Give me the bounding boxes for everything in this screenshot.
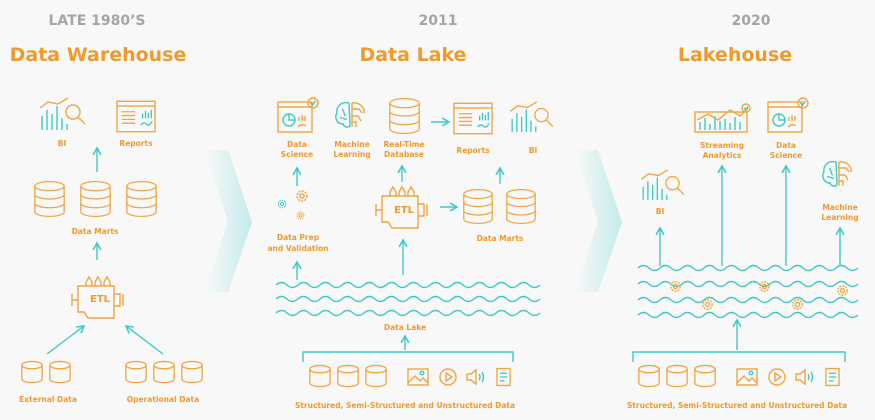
gear-icon xyxy=(702,299,713,310)
reports-label: Reports xyxy=(456,146,490,155)
data-marts-label: Data Marts xyxy=(477,234,524,243)
database-icon xyxy=(638,364,660,388)
bi-chart-icon xyxy=(640,169,685,201)
wave-line xyxy=(637,280,859,288)
data-marts-label: Data Marts xyxy=(72,227,119,236)
sources-label: Structured, Semi-Structured and Unstruct… xyxy=(627,401,847,410)
document-icon xyxy=(496,367,511,387)
machine-learning-label: Learning xyxy=(821,213,858,222)
reports-label: Reports xyxy=(119,139,153,148)
database-icon xyxy=(365,364,387,388)
data-prep-label: and Validation xyxy=(267,244,328,253)
gear-icon xyxy=(792,299,803,310)
sources-bracket xyxy=(302,351,514,362)
data-lake-waves xyxy=(275,281,541,317)
machine-learning-label: Machine xyxy=(822,203,857,212)
etl-label: ETL xyxy=(90,294,111,305)
document-icon xyxy=(825,367,840,387)
bi-chart-icon xyxy=(39,97,86,131)
data-lake-section: 2011 Data Lake Data Science Machine Lear… xyxy=(267,13,554,410)
wave-line xyxy=(637,264,859,272)
wave-line xyxy=(637,311,859,319)
database-icon xyxy=(21,360,43,384)
lakehouse-section: 2020 Lakehouse BI Streaming Analytics Da… xyxy=(627,13,859,410)
audio-speaker-icon xyxy=(795,369,814,385)
wave-line xyxy=(275,281,541,289)
database-icon xyxy=(125,360,147,384)
image-icon xyxy=(407,368,429,386)
database-icon xyxy=(80,180,111,218)
audio-speaker-icon xyxy=(466,369,485,385)
bi-label: BI xyxy=(529,146,538,155)
data-science-label: Science xyxy=(770,151,802,160)
real-time-database-label: Real-Time xyxy=(383,140,424,149)
image-icon xyxy=(736,368,758,386)
streaming-analytics-label: Streaming xyxy=(700,141,744,150)
database-icon xyxy=(666,364,688,388)
streaming-analytics-label: Analytics xyxy=(703,151,742,160)
database-icon xyxy=(309,364,331,388)
data-science-label: Data xyxy=(776,141,796,150)
sources-label: Structured, Semi-Structured and Unstruct… xyxy=(295,401,515,410)
database-icon xyxy=(126,180,157,218)
data-warehouse-section: LATE 1980’S Data Warehouse BI Reports Da… xyxy=(10,13,203,404)
bi-chart-icon xyxy=(509,101,554,133)
machine-learning-label: Learning xyxy=(333,150,370,159)
bi-label: BI xyxy=(656,207,665,216)
data-lake-label: Data Lake xyxy=(384,323,426,332)
gears-icon xyxy=(277,190,308,220)
arrow-icon xyxy=(124,325,164,355)
machine-learning-brain-icon xyxy=(335,101,365,128)
database-icon xyxy=(337,364,359,388)
wave-line xyxy=(637,296,859,304)
data-science-icon xyxy=(767,97,809,133)
operational-data-label: Operational Data xyxy=(127,395,199,404)
database-icon xyxy=(694,364,716,388)
bi-label: BI xyxy=(58,139,67,148)
arrow-icon xyxy=(46,325,86,355)
data-science-icon xyxy=(277,97,319,133)
era-label: 2020 xyxy=(732,13,771,29)
section-title: Data Lake xyxy=(359,44,466,66)
data-prep-label: Data Prep xyxy=(277,233,320,242)
transition-chevron xyxy=(575,150,622,292)
section-title: Data Warehouse xyxy=(10,44,187,66)
database-icon xyxy=(153,360,175,384)
machine-learning-brain-icon xyxy=(822,160,852,187)
database-icon xyxy=(506,188,536,225)
lakehouse-waves xyxy=(637,264,859,319)
database-icon xyxy=(49,360,71,384)
etl-label: ETL xyxy=(394,205,415,216)
database-icon xyxy=(463,188,493,225)
database-icon xyxy=(34,180,65,218)
transition-chevron xyxy=(205,150,252,292)
reports-icon xyxy=(453,102,493,135)
wave-line xyxy=(275,309,541,317)
reports-icon xyxy=(116,100,156,133)
video-play-icon xyxy=(439,368,457,386)
machine-learning-label: Machine xyxy=(334,140,369,149)
external-data-label: External Data xyxy=(19,395,77,404)
sources-bracket xyxy=(632,351,846,362)
streaming-analytics-icon xyxy=(694,103,751,133)
data-science-label: Data xyxy=(287,140,307,149)
data-science-label: Science xyxy=(281,150,313,159)
wave-line xyxy=(275,295,541,303)
video-play-icon xyxy=(768,368,786,386)
era-label: LATE 1980’S xyxy=(48,13,145,29)
section-title: Lakehouse xyxy=(678,44,792,66)
real-time-database-icon xyxy=(389,97,420,135)
gear-icon xyxy=(837,285,848,296)
era-label: 2011 xyxy=(419,13,458,29)
database-icon xyxy=(181,360,203,384)
real-time-database-label: Database xyxy=(384,150,424,159)
